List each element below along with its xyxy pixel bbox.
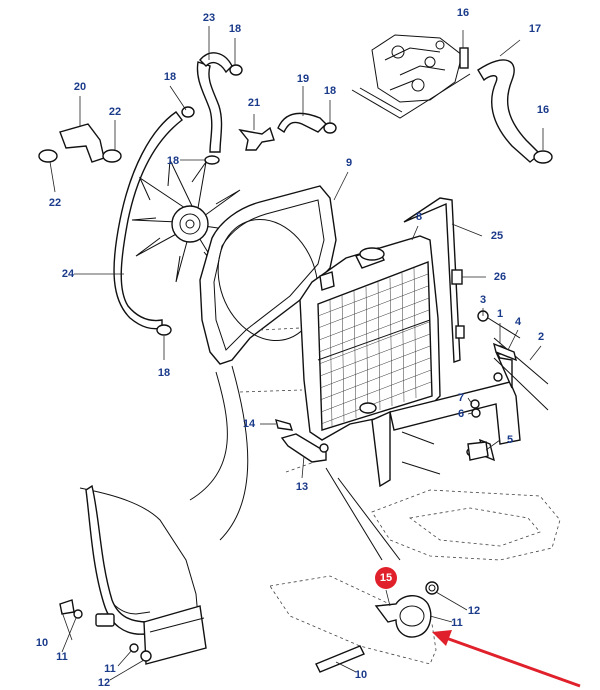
clamp-22b (102, 149, 122, 163)
tee-21 (238, 126, 275, 151)
hose-19 (277, 112, 327, 134)
label-7: 7 (458, 392, 464, 404)
label-9: 9 (346, 157, 352, 169)
label-18: 18 (158, 367, 170, 379)
label-18: 18 (324, 85, 336, 97)
label-21: 21 (248, 97, 260, 109)
fan-shroud-9 (199, 185, 337, 365)
label-1: 1 (497, 308, 503, 320)
label-11: 11 (104, 663, 116, 675)
label-18: 18 (164, 71, 176, 83)
clamp-18-top (229, 64, 243, 76)
shroud-corner-detail (59, 484, 207, 665)
label-11: 11 (451, 617, 463, 629)
mount-bracket (371, 310, 549, 488)
leader-lines (49, 26, 544, 681)
clip-26 (451, 269, 463, 285)
label-11: 11 (56, 651, 68, 663)
label-10: 10 (355, 669, 367, 681)
label-8: 8 (416, 211, 422, 223)
label-26: 26 (494, 271, 506, 283)
label-18: 18 (167, 155, 179, 167)
radiator-8 (299, 235, 441, 441)
lower-bracket-13 (280, 433, 327, 463)
label-23: 23 (203, 12, 215, 24)
label-14: 14 (243, 418, 256, 430)
bolt-10 (315, 645, 365, 673)
label-12: 12 (468, 605, 480, 617)
label-12: 12 (98, 677, 110, 689)
elbow-20 (59, 123, 105, 163)
label-15: 15 (380, 572, 392, 584)
label-24: 24 (62, 268, 75, 280)
label-2: 2 (538, 331, 544, 343)
strap-clamp-detail (269, 575, 439, 673)
label-3: 3 (480, 294, 486, 306)
label-25: 25 (491, 230, 503, 242)
upper-hose-17 (477, 59, 542, 163)
clamp-22a (38, 149, 58, 163)
label-22: 22 (49, 197, 61, 209)
label-16: 16 (537, 104, 549, 116)
label-5: 5 (507, 434, 513, 446)
label-6: 6 (458, 408, 464, 420)
pointer-arrow (432, 630, 581, 688)
label-17: 17 (529, 23, 541, 35)
highlight-badge-15 (375, 567, 397, 589)
label-10: 10 (36, 637, 48, 649)
label-16: 16 (457, 7, 469, 19)
hose-clamp-16 (533, 150, 553, 164)
label-18: 18 (229, 23, 241, 35)
sensor-16 (459, 47, 469, 69)
overflow-pipe-25 (403, 197, 461, 363)
label-22: 22 (109, 106, 121, 118)
bolt-14 (275, 418, 294, 431)
callout-labels: 16 16 17 23 18 18 19 18 21 18 20 22 22 2… (36, 7, 549, 689)
label-20: 20 (74, 81, 86, 93)
hose-23 (196, 61, 223, 153)
engine-housing-sketch (351, 34, 471, 119)
label-13: 13 (296, 481, 308, 493)
label-4: 4 (515, 316, 522, 328)
label-19: 19 (297, 73, 309, 85)
